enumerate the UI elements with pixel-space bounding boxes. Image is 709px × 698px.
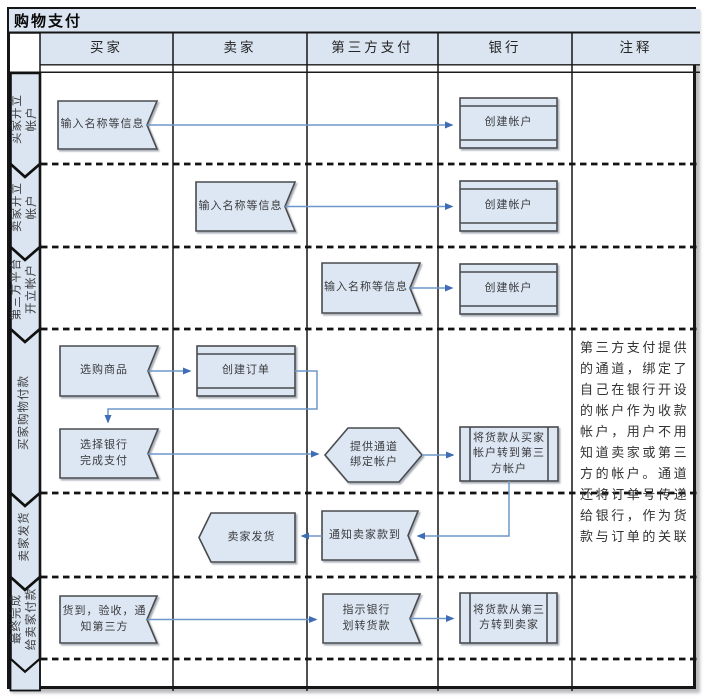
node-third-instruct-bank-shape (322, 593, 422, 644)
lane-label-buyer-shopping-payment: 买家购物付款 (18, 374, 31, 450)
connectors (104, 121, 510, 623)
node-bank-create-account-third-label: 创建帐户 (484, 282, 533, 295)
node-seller-input-info-shape (195, 181, 297, 232)
node-bank-transfer-buyer-to-third-label: 将货款从买家 帐户转到第三 方帐户 (473, 431, 545, 475)
node-buyer-choose-bank-pay-shape (59, 428, 160, 479)
node-third-notify-seller-paid-label: 通知卖家款到 (329, 528, 401, 541)
node-bank-create-account-seller-label: 创建帐户 (484, 199, 533, 212)
node-buyer-select-goods-shape (59, 345, 160, 397)
node-third-input-info-shape (321, 262, 422, 314)
lane-label-seller-open-account: 卖家开立 帐户 (10, 181, 38, 232)
node-seller-input-info-label: 输入名称等信息 (198, 199, 283, 212)
node-seller-ship-goods-label: 卖家发货 (227, 530, 276, 543)
column-header-seller: 卖家 (223, 40, 257, 56)
node-third-notify-seller-paid-shape (321, 510, 420, 561)
node-seller-create-order-label: 创建订单 (222, 364, 270, 377)
node-buyer-goods-received-label: 货到，验收，通 知第三方 (62, 605, 147, 633)
lane-label-third-platform-open-account: 第三方平台 开立帐户 (10, 257, 38, 321)
node-bank-create-account-seller-shape (459, 180, 558, 232)
connector-bank-transfer-to-notify-seller (416, 481, 510, 540)
column-grid-lines (39, 33, 573, 691)
column-header-bank: 银行 (488, 40, 522, 56)
connector-create-order-to-choose-bank (104, 370, 318, 424)
diagram-title: 购物支付 (14, 13, 83, 30)
header-row (9, 33, 700, 74)
lane-label-final-pay-seller: 最终完成 给卖家付款 (10, 587, 38, 651)
title-bar (9, 9, 700, 33)
lane-label-buyer-open-account: 买家开立 帐户 (10, 94, 38, 144)
lane-label-seller-ship: 卖家发货 (18, 511, 31, 561)
node-third-input-info-label: 输入名称等信息 (324, 281, 408, 294)
node-seller-create-order-shape (196, 345, 296, 397)
node-bank-create-account-third-shape (459, 263, 558, 315)
note-annotation-text: 第三方支付提供的通道，绑定了自己在银行开设的帐户作为收款帐户，用户不用知道卖家或… (580, 340, 690, 545)
node-bank-create-account-buyer-label: 创建帐户 (484, 116, 533, 129)
node-bank-transfer-third-to-seller-label: 将货款从第三 方转到卖家 (473, 603, 545, 631)
column-header-third-party-payment: 第三方支付 (331, 40, 414, 56)
node-buyer-choose-bank-pay-label: 选择银行 完成支付 (80, 439, 128, 467)
node-third-provide-channel-label: 提供通道 绑定帐户 (350, 440, 398, 468)
lane-chevron-band (9, 71, 42, 692)
column-header-notes: 注释 (619, 40, 653, 56)
node-bank-transfer-third-to-seller-shape (459, 592, 558, 644)
flow-shapes (57, 97, 559, 644)
node-buyer-input-info-shape (57, 100, 159, 150)
node-bank-transfer-buyer-to-third-shape (459, 426, 559, 482)
node-buyer-input-info-label: 输入名称等信息 (60, 118, 145, 131)
node-buyer-select-goods-label: 选购商品 (80, 364, 128, 377)
node-bank-create-account-buyer-shape (459, 97, 558, 149)
node-seller-ship-goods-shape (198, 512, 296, 563)
node-buyer-goods-received-shape (59, 595, 159, 644)
column-header-buyer: 买家 (90, 40, 123, 56)
node-third-instruct-bank-label: 指示银行 划转货款 (342, 604, 391, 632)
